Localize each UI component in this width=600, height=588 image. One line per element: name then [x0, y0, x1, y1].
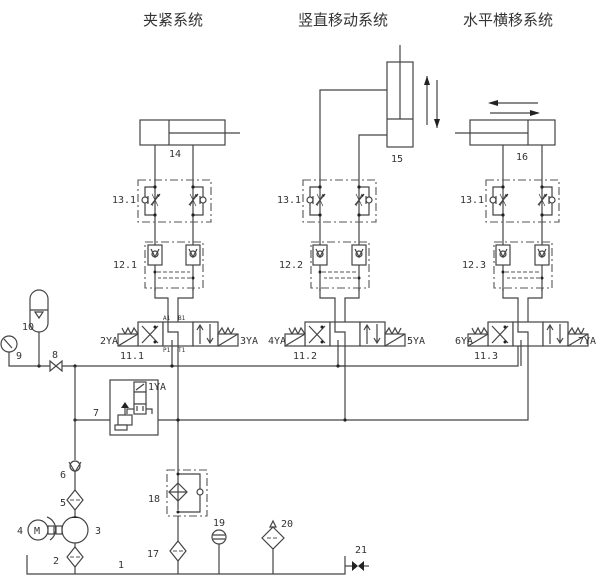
- drain-valve-21: [345, 561, 369, 571]
- label-2: 2: [53, 556, 59, 567]
- motor-4: [27, 516, 63, 541]
- port-t1: T1: [178, 347, 186, 354]
- label-13-1-clamp: 13.1: [112, 195, 136, 206]
- label-2ya: 2YA: [100, 336, 118, 347]
- label-4: 4: [17, 526, 23, 537]
- throttle-check-valve-13-1-clamp: [137, 179, 212, 223]
- port-b1: B1: [178, 315, 186, 322]
- vertical-cylinder-15: [386, 45, 440, 148]
- label-11-2: 11.2: [293, 351, 317, 362]
- label-7: 7: [93, 408, 99, 419]
- label-11-3: 11.3: [474, 351, 498, 362]
- label-7ya: 7YA: [578, 336, 596, 347]
- label-20: 20: [281, 519, 293, 530]
- label-21: 21: [355, 545, 367, 556]
- throttle-check-valve-13-1-vertical: [302, 179, 377, 223]
- pump-3: [61, 516, 89, 544]
- title-clamp-system: 夹紧系统: [143, 11, 203, 29]
- label-8: 8: [52, 350, 58, 361]
- label-5ya: 5YA: [407, 336, 425, 347]
- label-16: 16: [516, 152, 528, 163]
- tank-1: [26, 555, 346, 575]
- label-4ya: 4YA: [268, 336, 286, 347]
- label-9: 9: [16, 351, 22, 362]
- level-gauge-19: [211, 529, 227, 574]
- motor-symbol: M: [34, 526, 40, 537]
- label-13-1-vertical: 13.1: [277, 195, 301, 206]
- filter-2: [66, 546, 84, 568]
- clamp-cylinder-14: [139, 119, 240, 146]
- filter-bypass-18: [166, 469, 208, 517]
- port-a1: A1: [163, 315, 171, 322]
- title-horizontal-move-system: 水平横移系统: [463, 11, 553, 29]
- hydraulic-lock-12-2: [310, 241, 370, 289]
- directional-valve-11-3: [467, 321, 589, 347]
- label-11-1: 11.1: [120, 351, 144, 362]
- label-3: 3: [95, 526, 101, 537]
- title-vertical-move-system: 竖直移动系统: [298, 11, 388, 29]
- label-3ya: 3YA: [240, 336, 258, 347]
- directional-valve-11-1: [117, 321, 239, 347]
- throttle-check-valve-13-1-horizontal: [485, 179, 560, 223]
- hydraulic-lock-12-1: [144, 241, 204, 289]
- label-10: 10: [22, 322, 34, 333]
- return-line: [75, 346, 529, 421]
- accumulator-10: [29, 289, 49, 366]
- shutoff-valve-8: [49, 359, 63, 373]
- check-valve-6: [68, 460, 82, 474]
- hydraulic-lock-12-3: [493, 241, 553, 289]
- label-13-1-horizontal: 13.1: [460, 195, 484, 206]
- label-12-2: 12.2: [279, 260, 303, 271]
- label-1ya: 1YA: [148, 382, 166, 393]
- label-12-3: 12.3: [462, 260, 486, 271]
- label-12-1: 12.1: [113, 260, 137, 271]
- horizontal-cylinder-16: [455, 100, 556, 146]
- pressure-gauge-9: [0, 335, 30, 367]
- port-p1: P1: [163, 347, 171, 354]
- filter-5: [66, 489, 84, 511]
- label-6: 6: [60, 470, 66, 481]
- label-5: 5: [60, 498, 66, 509]
- filter-17: [169, 540, 187, 562]
- solenoid-relief-valve-7: [109, 379, 159, 436]
- label-17: 17: [147, 549, 159, 560]
- label-18: 18: [148, 494, 160, 505]
- label-15: 15: [391, 154, 403, 165]
- directional-valve-11-2: [284, 321, 406, 347]
- label-1: 1: [118, 560, 124, 571]
- label-19: 19: [213, 518, 225, 529]
- label-14: 14: [169, 149, 181, 160]
- air-breather-20: [261, 519, 285, 574]
- label-6ya: 6YA: [455, 336, 473, 347]
